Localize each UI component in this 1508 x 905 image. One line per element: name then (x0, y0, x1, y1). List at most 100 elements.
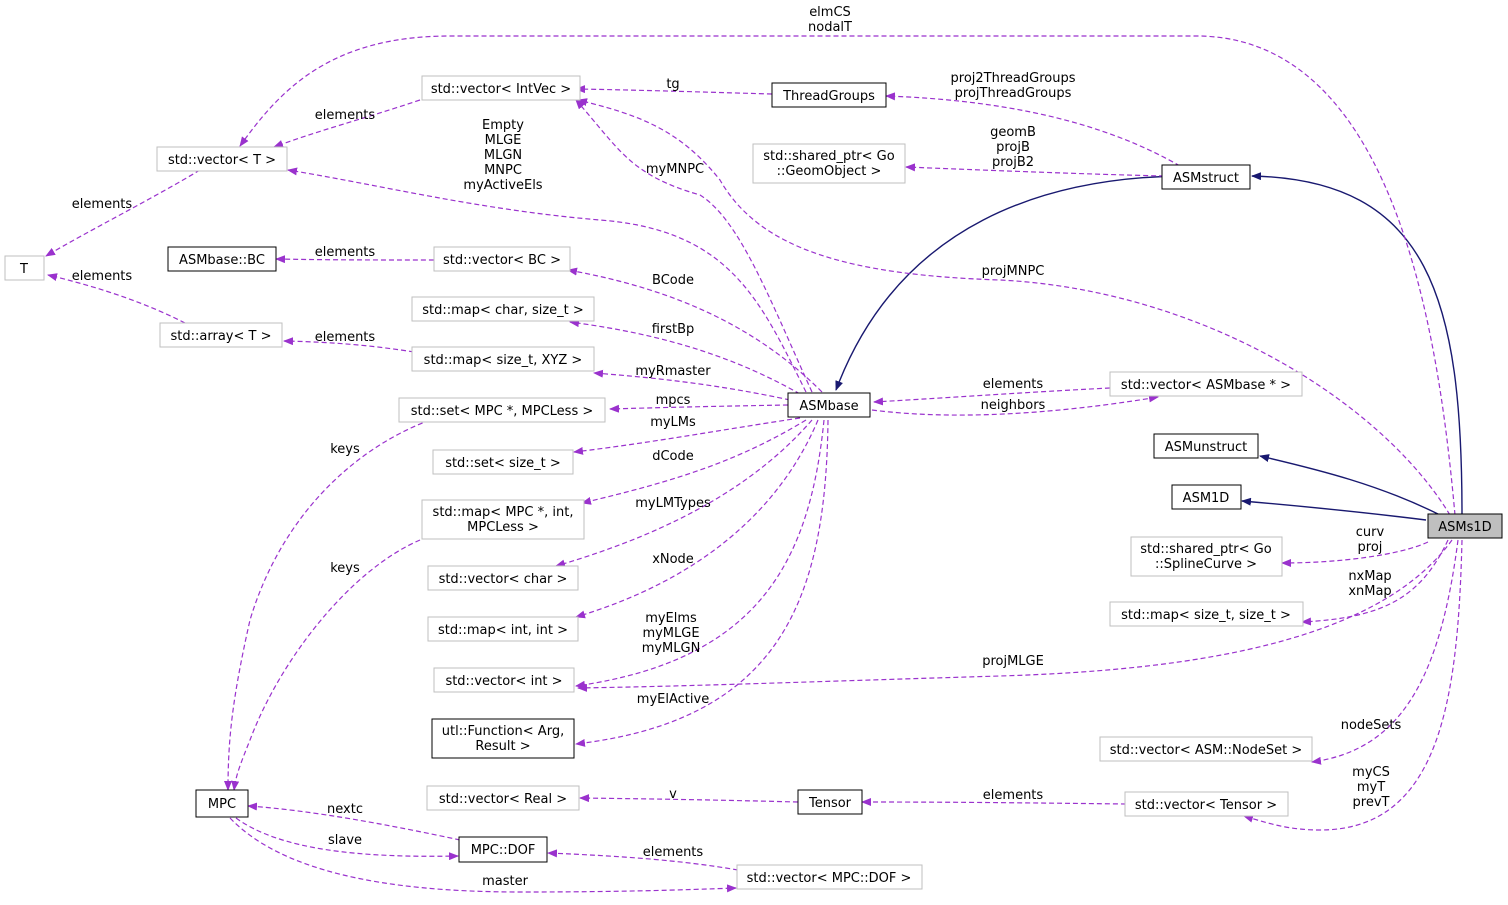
edge-tg (575, 85, 773, 95)
node-label: ASMbase (799, 399, 858, 414)
edge-v (579, 794, 799, 803)
label-nxmap-2: xnMap (1348, 584, 1391, 599)
node-mpc[interactable]: MPC (195, 789, 249, 818)
node-vector-bc[interactable]: std::vector< BC > (433, 246, 571, 272)
edge-mylms (573, 417, 801, 455)
node-vector-tensor[interactable]: std::vector< Tensor > (1124, 791, 1289, 817)
node-vector-asmbase-ptr[interactable]: std::vector< ASMbase * > (1109, 371, 1303, 397)
label-master: master (482, 874, 528, 889)
node-mpc-dof[interactable]: MPC::DOF (458, 836, 548, 863)
node-label: T (19, 262, 28, 277)
label-mpcs: mpcs (656, 393, 691, 408)
node-label: std::set< size_t > (445, 456, 561, 471)
node-vector-real[interactable]: std::vector< Real > (426, 785, 580, 811)
edge-mylmtypes (555, 419, 813, 568)
node-label-line1: utl::Function< Arg, (442, 724, 564, 739)
node-label: std::set< MPC *, MPCLess > (411, 404, 594, 419)
label-nextc: nextc (327, 802, 363, 817)
label-elements-arr2: elements (315, 330, 376, 345)
node-label: ASMs1D (1438, 520, 1491, 535)
node-utl-function[interactable]: utl::Function< Arg, Result > (431, 718, 575, 759)
edge-nodesets (1311, 539, 1459, 765)
node-t[interactable]: T (4, 255, 45, 281)
node-map-int-int[interactable]: std::map< int, int > (427, 616, 579, 642)
node-tensor[interactable]: Tensor (797, 789, 863, 815)
label-curv-1: curv (1356, 525, 1385, 540)
edge-elements-intvec (273, 99, 421, 148)
label-empty-1: Empty (482, 118, 524, 133)
node-set-size[interactable]: std::set< size_t > (432, 449, 574, 475)
label-myrmaster: myRmaster (635, 364, 711, 379)
edge-elements-array (47, 273, 186, 324)
node-asmstruct[interactable]: ASMstruct (1161, 164, 1251, 190)
node-label: std::map< int, int > (438, 623, 568, 638)
node-vector-t[interactable]: std::vector< T > (156, 146, 288, 172)
node-asms1d[interactable]: ASMs1D (1427, 513, 1503, 539)
node-asmunstruct[interactable]: ASMunstruct (1153, 433, 1259, 459)
node-label: std::vector< Real > (439, 792, 567, 807)
node-map-size-xyz[interactable]: std::map< size_t, XYZ > (411, 346, 595, 372)
node-vector-char[interactable]: std::vector< char > (427, 565, 579, 591)
node-map-mpc-int[interactable]: std::map< MPC *, int, MPCLess > (421, 499, 585, 540)
label-myelms-2: myMLGE (642, 626, 699, 641)
label-v: v (669, 787, 677, 802)
node-shared-geomobject[interactable]: std::shared_ptr< Go ::GeomObject > (752, 143, 906, 184)
node-vector-int[interactable]: std::vector< int > (433, 667, 575, 693)
node-asmbase[interactable]: ASMbase (787, 392, 871, 418)
node-label-line2: ::GeomObject > (777, 164, 882, 179)
label-geomb-1: geomB (990, 125, 1036, 140)
label-mycs-2: myT (1357, 780, 1385, 795)
edge-asmbase-asmstruct (835, 175, 1181, 391)
edge-elements-bc (275, 255, 435, 264)
edge-myelactive (575, 419, 829, 747)
label-slave: slave (328, 833, 362, 848)
label-elements-tensor: elements (983, 788, 1044, 803)
node-label-line1: std::map< MPC *, int, (433, 505, 574, 520)
edge-empty (287, 167, 807, 393)
label-nodesets: nodeSets (1341, 718, 1402, 733)
node-map-size-size[interactable]: std::map< size_t, size_t > (1109, 601, 1304, 627)
edge-keys2 (231, 539, 421, 791)
label-elmcs-1: elmCS (809, 5, 851, 20)
node-label-line2: ::SplineCurve > (1155, 557, 1257, 572)
node-vector-nodeset[interactable]: std::vector< ASM::NodeSet > (1099, 736, 1313, 762)
node-label: std::map< char, size_t > (422, 303, 584, 318)
edge-elements-tensor (861, 798, 1127, 807)
edge-elmcs (239, 35, 1456, 516)
nodes: std::vector< IntVec > ThreadGroups std::… (4, 75, 1503, 890)
edge-asms1d-asm1d (1241, 497, 1427, 521)
edge-xnode (575, 419, 819, 619)
label-proj2tg-2: projThreadGroups (955, 86, 1072, 101)
label-keys-1: keys (330, 442, 360, 457)
label-neighbors: neighbors (981, 398, 1046, 413)
edge-asms1d-asmunstruct (1259, 454, 1441, 516)
label-keys-2: keys (330, 561, 360, 576)
edge-keys1 (224, 419, 431, 791)
label-proj2tg-1: proj2ThreadGroups (951, 71, 1076, 86)
node-asmbase-bc[interactable]: ASMbase::BC (167, 246, 277, 272)
node-shared-splinecurve[interactable]: std::shared_ptr< Go ::SplineCurve > (1130, 536, 1283, 577)
edge-projmnpc (577, 98, 1451, 516)
node-threadgroups[interactable]: ThreadGroups (771, 82, 887, 108)
edge-geomb (905, 163, 1165, 177)
node-set-mpc[interactable]: std::set< MPC *, MPCLess > (398, 397, 606, 423)
node-label: ASMunstruct (1165, 440, 1248, 455)
node-array-t[interactable]: std::array< T > (159, 322, 283, 348)
label-projmlge: projMLGE (982, 654, 1044, 669)
node-label: std::vector< T > (168, 153, 276, 168)
node-label-line1: std::shared_ptr< Go (763, 149, 894, 164)
node-label: std::array< T > (171, 329, 272, 344)
node-label: ASM1D (1183, 491, 1230, 506)
node-asm1d[interactable]: ASM1D (1171, 484, 1242, 510)
node-vector-intvec[interactable]: std::vector< IntVec > (421, 75, 581, 101)
label-empty-3: MLGN (484, 148, 522, 163)
node-map-char-size[interactable]: std::map< char, size_t > (411, 296, 595, 322)
node-vector-mpc-dof[interactable]: std::vector< MPC::DOF > (736, 864, 923, 890)
node-label: std::vector< Tensor > (1135, 798, 1277, 813)
label-mylmtypes: myLMTypes (635, 496, 711, 511)
label-myelactive: myElActive (637, 692, 709, 707)
node-label: MPC::DOF (471, 843, 536, 858)
label-myelms-3: myMLGN (642, 641, 701, 656)
edge-elements-asmvec (873, 387, 1111, 406)
